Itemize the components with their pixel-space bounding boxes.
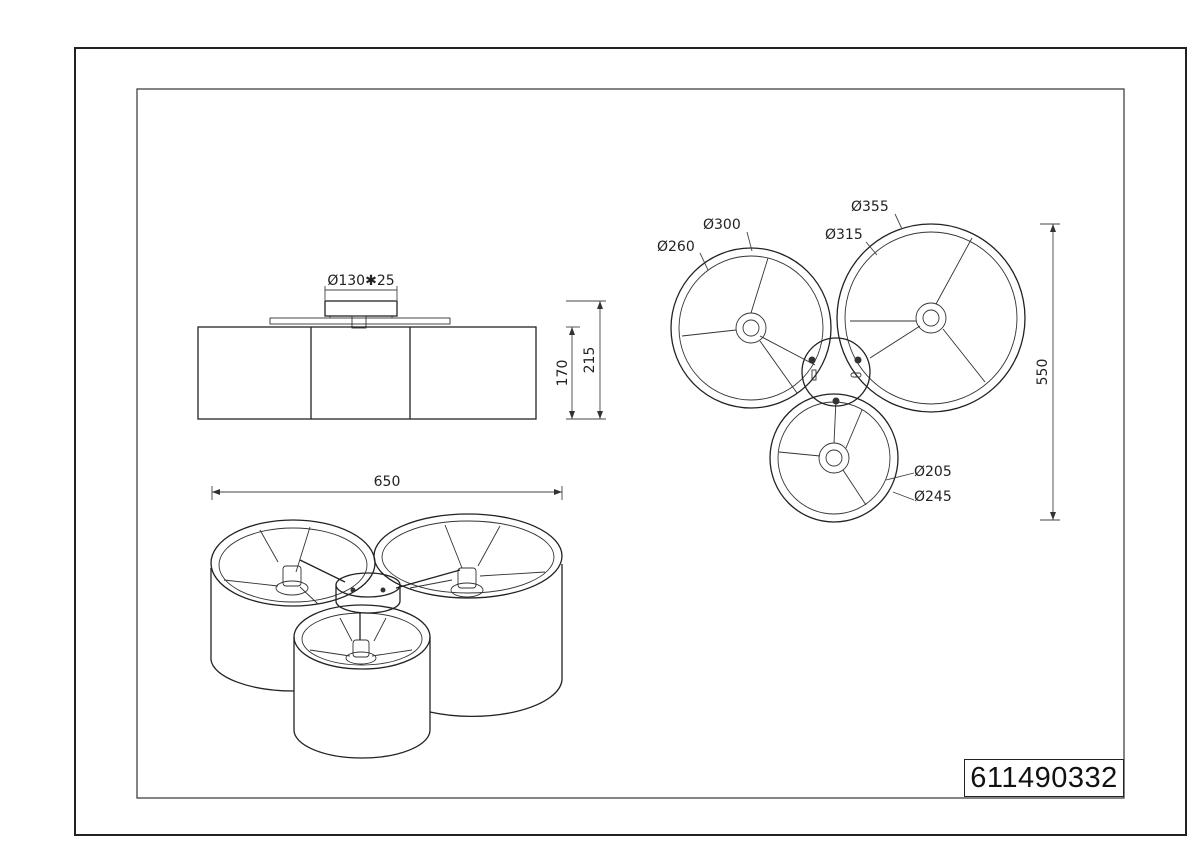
shades-side-outline xyxy=(197,326,537,420)
shade-c-outer-dim-label: Ø245 xyxy=(914,489,952,505)
canopy-dim-label: Ø130✱25 xyxy=(327,273,394,289)
shade-c-inner-dim-label: Ø205 xyxy=(914,464,952,480)
outer-frame xyxy=(74,47,1187,836)
canopy-perspective xyxy=(335,572,401,614)
right-drum xyxy=(373,513,563,718)
shade-a-outer-dim-label: Ø300 xyxy=(703,217,741,233)
shade-a-inner-dim-label: Ø260 xyxy=(657,239,695,255)
arm-c xyxy=(833,399,837,444)
side-view: Ø130✱25 170 215 xyxy=(197,273,606,420)
total-height-dim-label: 215 xyxy=(582,347,598,374)
center-fitting xyxy=(351,315,367,329)
overall-depth-dim-label: 550 xyxy=(1035,359,1051,386)
arm-right xyxy=(395,569,461,589)
part-number-box: 611490332 xyxy=(964,759,1124,797)
canopy-plate xyxy=(324,300,398,317)
shade-b-outer-dim-label: Ø355 xyxy=(851,199,889,215)
arm-left xyxy=(299,559,346,583)
arm-a xyxy=(759,335,816,366)
inner-frame xyxy=(136,88,1125,799)
overall-width-dim-label: 650 xyxy=(374,474,401,490)
shade-b-inner xyxy=(844,231,1018,405)
part-number: 611490332 xyxy=(970,761,1118,794)
shade-a-outer xyxy=(670,247,832,409)
shade-b-outer xyxy=(836,223,1026,413)
mounting-arms xyxy=(269,317,451,325)
shade-c-inner xyxy=(777,401,891,515)
arm-b xyxy=(869,325,921,359)
shade-c-outer xyxy=(769,393,899,523)
shade-b-inner-dim-label: Ø315 xyxy=(825,227,863,243)
shade-height-dim-label: 170 xyxy=(555,360,571,387)
front-drum xyxy=(293,604,431,759)
canopy-top xyxy=(801,337,871,407)
top-view: Ø300 Ø260 Ø355 Ø315 Ø205 Ø245 550 xyxy=(657,199,1060,523)
perspective-view: 650 xyxy=(210,474,563,759)
shade-a-inner xyxy=(678,255,824,401)
